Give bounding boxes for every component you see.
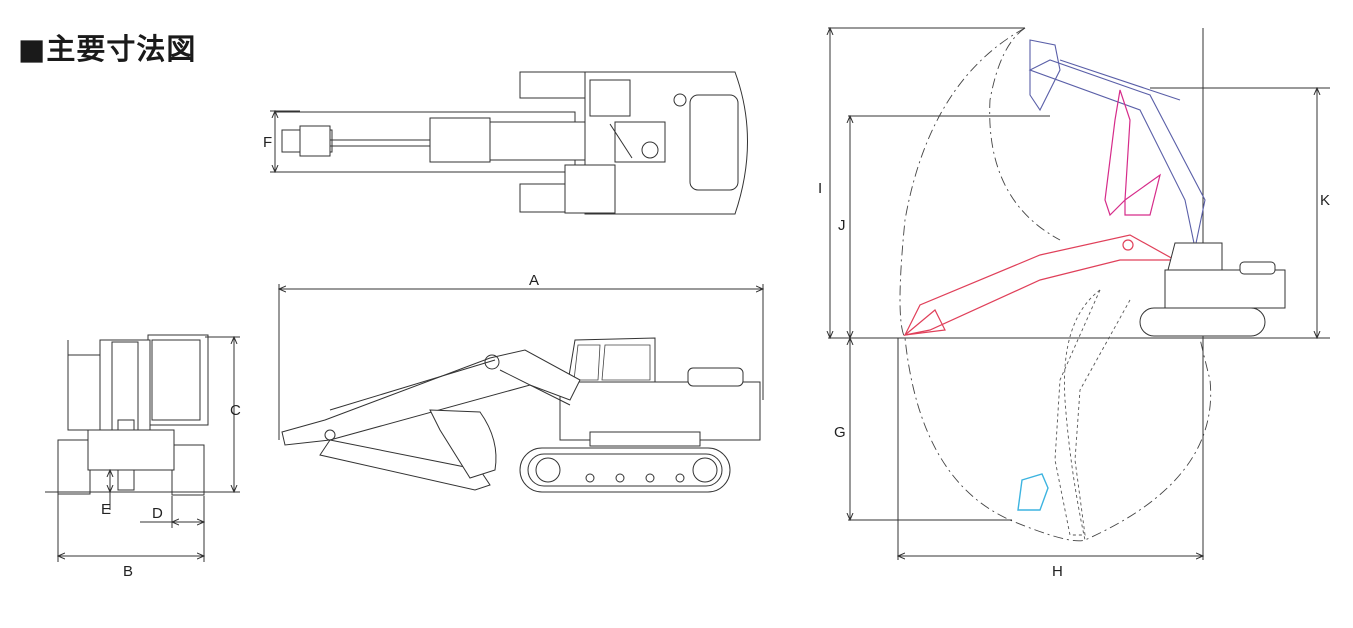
dim-label-c: C <box>230 402 241 419</box>
boom-position-blue <box>1028 39 1206 249</box>
dim-label-f: F <box>263 134 272 151</box>
dim-label-i: I <box>818 180 822 197</box>
dim-label-e: E <box>101 501 111 518</box>
dim-label-h: H <box>1052 563 1063 580</box>
dim-label-k: K <box>1320 192 1330 209</box>
boom-position-red <box>903 234 1178 336</box>
front-view-excavator <box>45 334 240 496</box>
page-title: ■主要寸法図 <box>18 32 197 66</box>
dim-label-j: J <box>838 217 846 234</box>
bucket-position-cyan <box>1017 473 1049 511</box>
top-view-excavator <box>274 71 748 215</box>
dim-label-a: A <box>529 272 539 289</box>
boom-position-magenta <box>1104 89 1161 217</box>
working-range-diagram <box>828 27 1330 560</box>
side-view-excavator <box>281 337 761 493</box>
dim-label-g: G <box>834 424 846 441</box>
dim-label-d: D <box>152 505 163 522</box>
dim-label-b: B <box>123 563 133 580</box>
